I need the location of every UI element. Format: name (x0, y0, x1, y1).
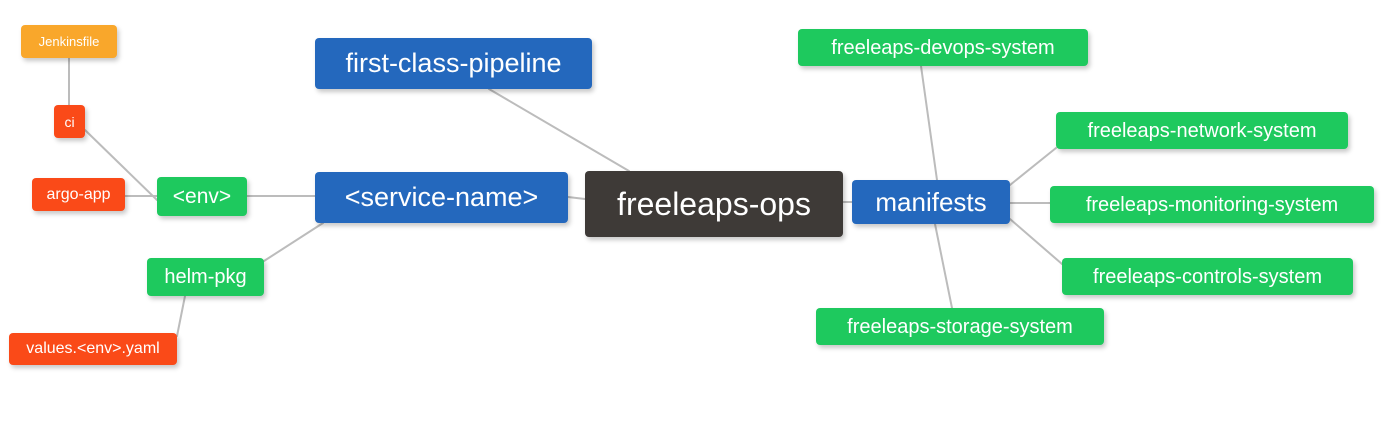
node-label-freeleaps-storage-system: freeleaps-storage-system (847, 315, 1073, 338)
node-label-manifests: manifests (875, 187, 987, 217)
edge-helm-pkg-to-service-name (263, 222, 324, 262)
node-label-service-name: <service-name> (344, 182, 539, 212)
node-freeleaps-storage-system[interactable]: freeleaps-storage-system (816, 308, 1104, 345)
node-label-freeleaps-network-system: freeleaps-network-system (1087, 119, 1317, 142)
node-label-ci: ci (64, 113, 75, 130)
node-manifests[interactable]: manifests (852, 180, 1010, 224)
edge-manifests-to-freeleaps-controls-system (1009, 218, 1063, 265)
node-service-name[interactable]: <service-name> (315, 172, 568, 223)
node-ci[interactable]: ci (54, 105, 85, 138)
edge-manifests-to-freeleaps-network-system (1009, 147, 1057, 186)
node-env[interactable]: <env> (157, 177, 247, 216)
node-freeleaps-ops[interactable]: freeleaps-ops (585, 171, 843, 237)
node-freeleaps-devops-system[interactable]: freeleaps-devops-system (798, 29, 1088, 66)
node-freeleaps-network-system[interactable]: freeleaps-network-system (1056, 112, 1348, 149)
node-label-values-yaml: values.<env>.yaml (26, 340, 160, 357)
node-jenkinsfile[interactable]: Jenkinsfile (21, 25, 117, 58)
node-freeleaps-controls-system[interactable]: freeleaps-controls-system (1062, 258, 1353, 295)
node-label-freeleaps-controls-system: freeleaps-controls-system (1093, 265, 1322, 288)
edge-freeleaps-devops-system-to-manifests (920, 65, 938, 181)
edge-manifests-to-freeleaps-storage-system (934, 223, 953, 309)
node-values-yaml[interactable]: values.<env>.yaml (9, 333, 177, 365)
node-argo-app[interactable]: argo-app (32, 178, 125, 211)
node-label-freeleaps-ops: freeleaps-ops (617, 186, 811, 222)
node-label-helm-pkg: helm-pkg (164, 266, 247, 288)
node-label-freeleaps-devops-system: freeleaps-devops-system (831, 36, 1055, 59)
node-helm-pkg[interactable]: helm-pkg (147, 258, 264, 296)
node-freeleaps-monitoring-system[interactable]: freeleaps-monitoring-system (1050, 186, 1374, 223)
edge-first-class-pipeline-to-freeleaps-ops (488, 88, 630, 172)
node-label-env: <env> (172, 185, 232, 208)
node-label-first-class-pipeline: first-class-pipeline (345, 48, 562, 78)
edge-service-name-to-freeleaps-ops (567, 196, 586, 200)
node-first-class-pipeline[interactable]: first-class-pipeline (315, 38, 592, 89)
node-label-argo-app: argo-app (46, 185, 111, 203)
edge-values-yaml-to-helm-pkg (176, 295, 186, 337)
node-label-jenkinsfile: Jenkinsfile (38, 34, 100, 49)
node-label-freeleaps-monitoring-system: freeleaps-monitoring-system (1085, 193, 1339, 216)
